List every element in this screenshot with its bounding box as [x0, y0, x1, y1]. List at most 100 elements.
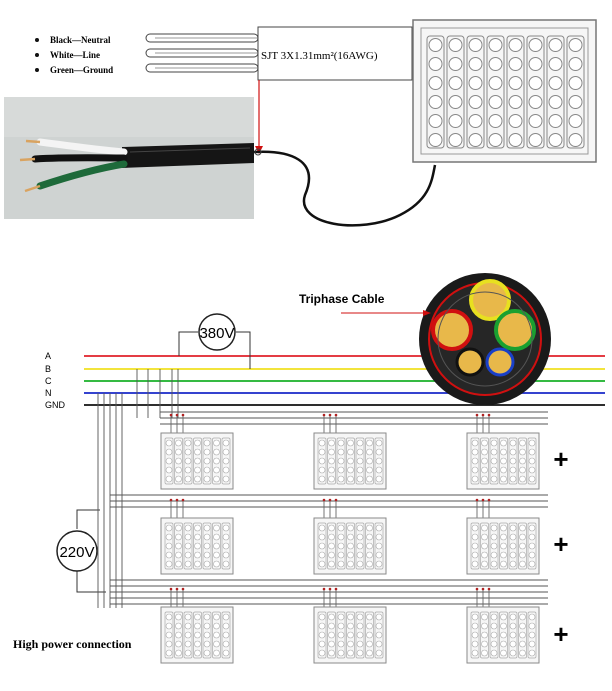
fixture-lens — [175, 466, 182, 474]
fixture-lens — [356, 524, 364, 532]
lens — [528, 95, 543, 109]
lens — [548, 133, 563, 147]
fixture-lens — [337, 524, 345, 532]
fixture-lens — [194, 622, 201, 630]
fixture-lens — [175, 551, 182, 559]
fixture-lens — [490, 551, 498, 559]
fixture-lens — [175, 448, 182, 456]
fixture-lens — [375, 533, 383, 541]
fixture-column — [489, 611, 499, 659]
fixture-lens — [213, 622, 220, 630]
fixture-lens — [165, 631, 173, 639]
fixture-column — [174, 611, 183, 659]
voltmeter-380v: 380V — [178, 313, 251, 369]
fixture-lens — [318, 448, 326, 456]
lead-node — [322, 498, 326, 502]
fixture-lens — [165, 448, 173, 456]
fixture-lens — [471, 649, 479, 657]
fixture-column — [327, 611, 336, 659]
fixture-lens — [481, 533, 488, 541]
fixture-lens — [509, 622, 517, 630]
lead-node — [169, 498, 173, 502]
lead-node — [181, 498, 185, 502]
fixture-column — [374, 437, 384, 485]
fixture-lens — [366, 560, 373, 568]
fixture-lens — [194, 439, 201, 447]
fixture-lens — [222, 448, 230, 456]
fixture-lens — [490, 622, 498, 630]
fixture-lens — [165, 439, 173, 447]
led-fixture-r2c2 — [313, 498, 387, 575]
fixture-lens — [519, 640, 526, 648]
fixture-lens — [213, 448, 220, 456]
fixture-lens — [213, 551, 220, 559]
lens — [428, 114, 443, 128]
fixture-lens — [213, 457, 220, 465]
fixture-lens — [366, 631, 373, 639]
fixture-lens — [375, 448, 383, 456]
fixture-lens — [500, 560, 507, 568]
fixture-column — [202, 611, 212, 659]
fixture-lens — [222, 551, 230, 559]
fixture-lens — [318, 475, 326, 483]
fixture-lens — [481, 622, 488, 630]
fixture-column — [374, 522, 384, 570]
lens — [508, 38, 523, 52]
cable-photo — [4, 97, 254, 219]
fixture-column — [317, 611, 327, 659]
fixture-lens — [184, 466, 192, 474]
lens — [468, 38, 483, 52]
fixture-lens — [509, 560, 517, 568]
fixture-lens — [328, 439, 335, 447]
fixture-lens — [165, 622, 173, 630]
fixture-column — [164, 437, 174, 485]
fixture-column — [327, 437, 336, 485]
lens — [548, 38, 563, 52]
lead-node — [322, 587, 326, 591]
fixture-lens — [519, 533, 526, 541]
fixture-lens — [356, 560, 364, 568]
fixture-lens — [509, 457, 517, 465]
lead-node — [475, 498, 479, 502]
lead-node — [175, 413, 179, 417]
fixture-lens — [500, 613, 507, 621]
fixture-lens — [328, 457, 335, 465]
fixture-lens — [213, 466, 220, 474]
led-fixture-r3c1 — [160, 587, 234, 664]
fixture-lens — [175, 613, 182, 621]
fixture-column — [508, 522, 518, 570]
fixture-lens — [356, 475, 364, 483]
fixture-lens — [347, 640, 354, 648]
fixture-lens — [366, 640, 373, 648]
fixture-lens — [165, 613, 173, 621]
fixture-column — [365, 522, 374, 570]
fixture-column — [212, 611, 221, 659]
fixture-column — [508, 437, 518, 485]
lens — [448, 133, 463, 147]
fixture-lens — [318, 466, 326, 474]
cable-spec-label: SJT 3X1.31mm²(16AWG) — [261, 50, 378, 62]
lens — [508, 57, 523, 71]
lens — [508, 76, 523, 90]
fixture-column — [174, 522, 183, 570]
fixture-lens — [375, 622, 383, 630]
fixture-lens — [328, 560, 335, 568]
fixture-lens — [471, 560, 479, 568]
lens-column — [486, 35, 505, 149]
fixture-lens — [481, 640, 488, 648]
lead-node — [334, 413, 338, 417]
fixture-lens — [347, 649, 354, 657]
led-fixture-r1c1 — [160, 413, 234, 490]
fixture-lens — [213, 524, 220, 532]
fixture-lens — [490, 448, 498, 456]
fixture-lens — [203, 649, 211, 657]
fixture-lens — [356, 640, 364, 648]
fixture-lens — [481, 560, 488, 568]
lead-node — [481, 587, 485, 591]
fixture-lens — [165, 649, 173, 657]
fixture-lens — [203, 551, 211, 559]
fixture-lens — [318, 613, 326, 621]
fixture-lens — [337, 560, 345, 568]
fixture-lens — [328, 524, 335, 532]
lens-column — [466, 35, 485, 149]
